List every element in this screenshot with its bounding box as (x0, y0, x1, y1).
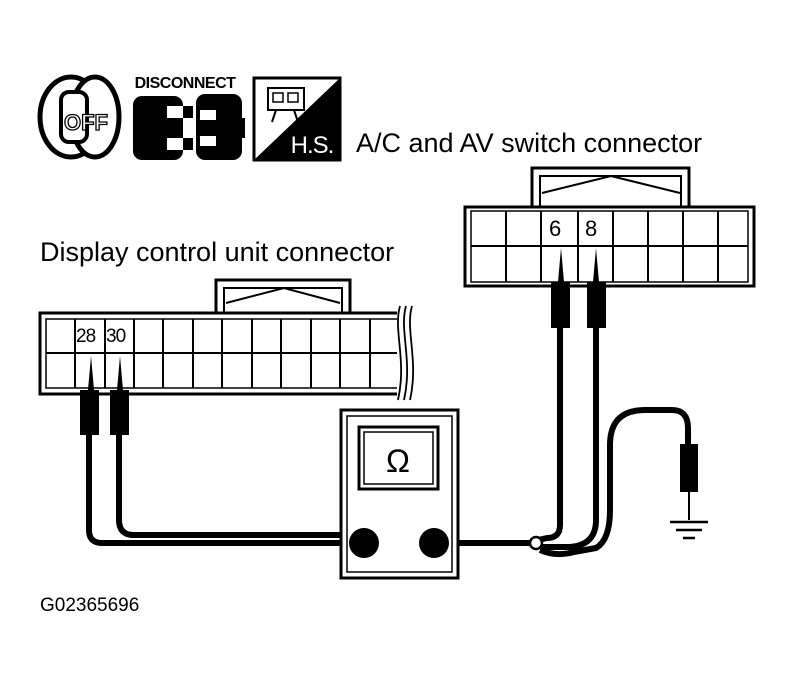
display-connector-title: Display control unit connector (40, 237, 395, 267)
display-pin-28-label: 28 (76, 326, 96, 347)
ohm-symbol: Ω (386, 443, 410, 479)
av-connector-title: A/C and AV switch connector (356, 128, 703, 158)
disconnect-icon: DISCONNECT (133, 75, 245, 160)
test-leads (86, 328, 691, 558)
ohmmeter: Ω (339, 408, 460, 580)
ignition-off-text: OFF (64, 110, 108, 135)
meter-terminal-right (419, 528, 449, 558)
display-control-connector (38, 278, 415, 435)
harness-side-icon: H.S. (252, 76, 342, 162)
figure-code: G02365696 (40, 595, 140, 616)
meter-terminal-left (349, 528, 379, 558)
disconnect-text: DISCONNECT (135, 75, 237, 92)
display-pin-30-label: 30 (106, 326, 126, 347)
ground-symbol (670, 444, 708, 540)
wire-junction (528, 535, 544, 551)
av-pin-6-label: 6 (549, 216, 562, 241)
ignition-off-icon: OFF (37, 74, 122, 160)
harness-side-text: H.S. (291, 132, 334, 159)
av-switch-connector (463, 166, 756, 328)
av-pin-8-label: 8 (585, 216, 598, 241)
